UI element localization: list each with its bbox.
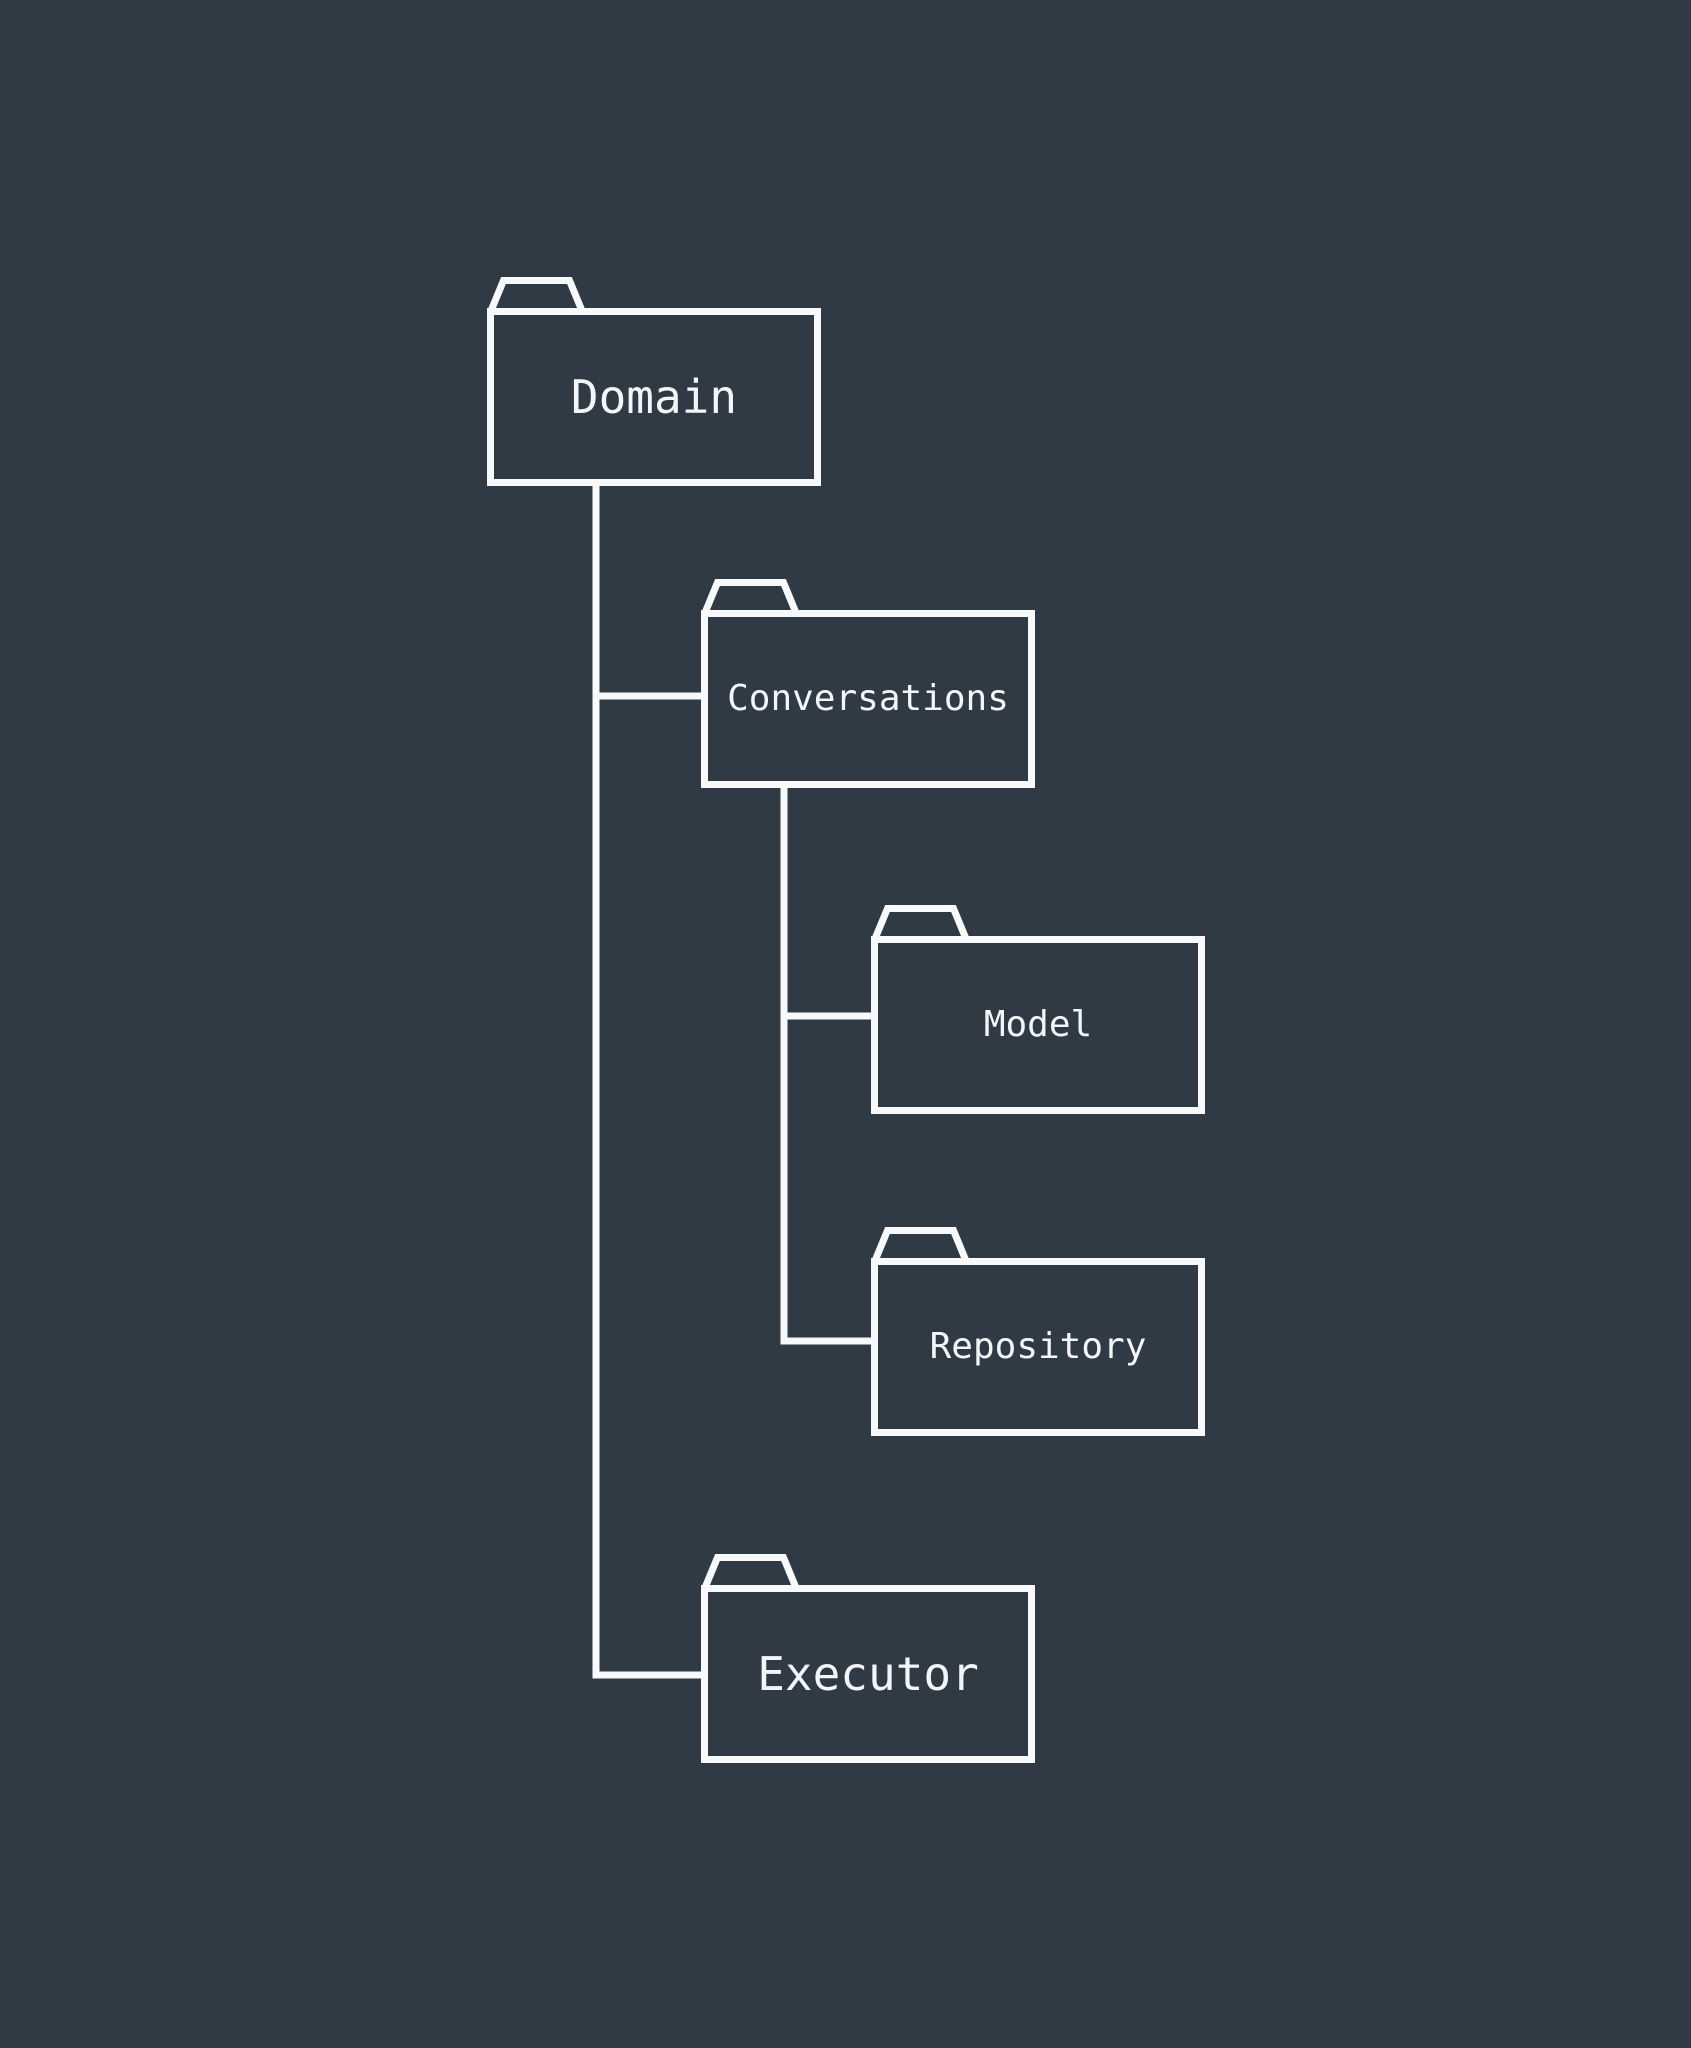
- connector-conversations-repository: [780, 786, 874, 1345]
- folder-label-repository: Repository: [929, 1326, 1147, 1367]
- folder-tab-icon: [701, 1553, 800, 1589]
- folder-tab-icon: [701, 578, 800, 614]
- folder-node-repository: Repository: [871, 1226, 1205, 1436]
- folder-label-domain: Domain: [570, 370, 738, 424]
- folder-node-conversations: Conversations: [701, 578, 1035, 788]
- folder-tab-icon: [871, 904, 970, 940]
- folder-label-executor: Executor: [757, 1647, 979, 1701]
- folder-label-model: Model: [983, 1004, 1093, 1045]
- folder-node-domain: Domain: [487, 276, 821, 486]
- folder-label-conversations: Conversations: [727, 678, 1009, 719]
- connector-domain-executor: [592, 484, 704, 1679]
- folder-tab-icon: [871, 1226, 970, 1262]
- folder-tab-icon: [487, 276, 586, 312]
- folder-node-model: Model: [871, 904, 1205, 1114]
- folder-node-executor: Executor: [701, 1553, 1035, 1763]
